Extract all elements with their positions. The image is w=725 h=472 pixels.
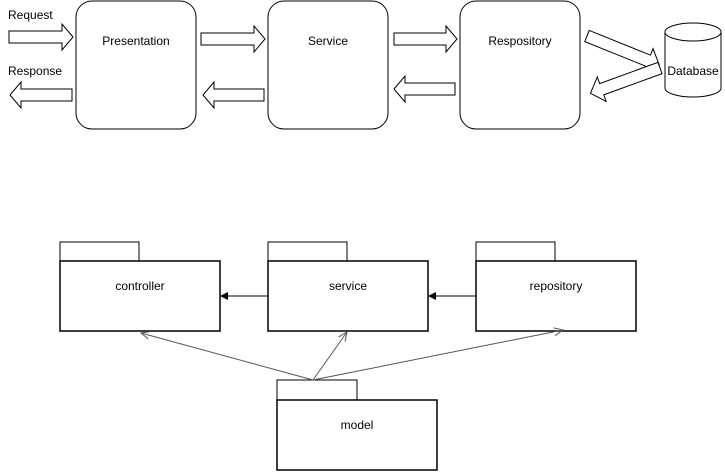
presentation-label: Presentation [102,34,169,48]
database-cylinder [664,22,722,98]
service-package-label: service [329,279,367,293]
response-arrow [9,80,73,110]
controller-package [59,241,221,332]
repository-box [459,0,581,130]
model-package [276,379,438,471]
presentation-to-service-arrow [200,24,266,54]
model-to-service-dependency [312,332,347,381]
response-label: Response [8,64,62,78]
database-to-repository-arrow [589,61,663,103]
repository-package-label: repository [530,279,583,293]
service-to-repository-arrow [393,24,458,54]
repository-to-service-arrow [393,74,456,104]
request-arrow [8,22,74,52]
service-box [267,0,389,130]
model-label: model [341,418,374,432]
model-to-repository-dependency [312,330,563,381]
controller-label: controller [115,279,164,293]
database-label: Database [667,64,719,78]
model-to-controller-dependency [141,333,314,381]
request-label: Request [8,8,53,22]
service-label: Service [308,34,348,48]
repository-label: Respository [488,34,551,48]
service-to-presentation-arrow [202,80,265,110]
presentation-box [75,0,197,130]
repository-package [475,241,637,332]
